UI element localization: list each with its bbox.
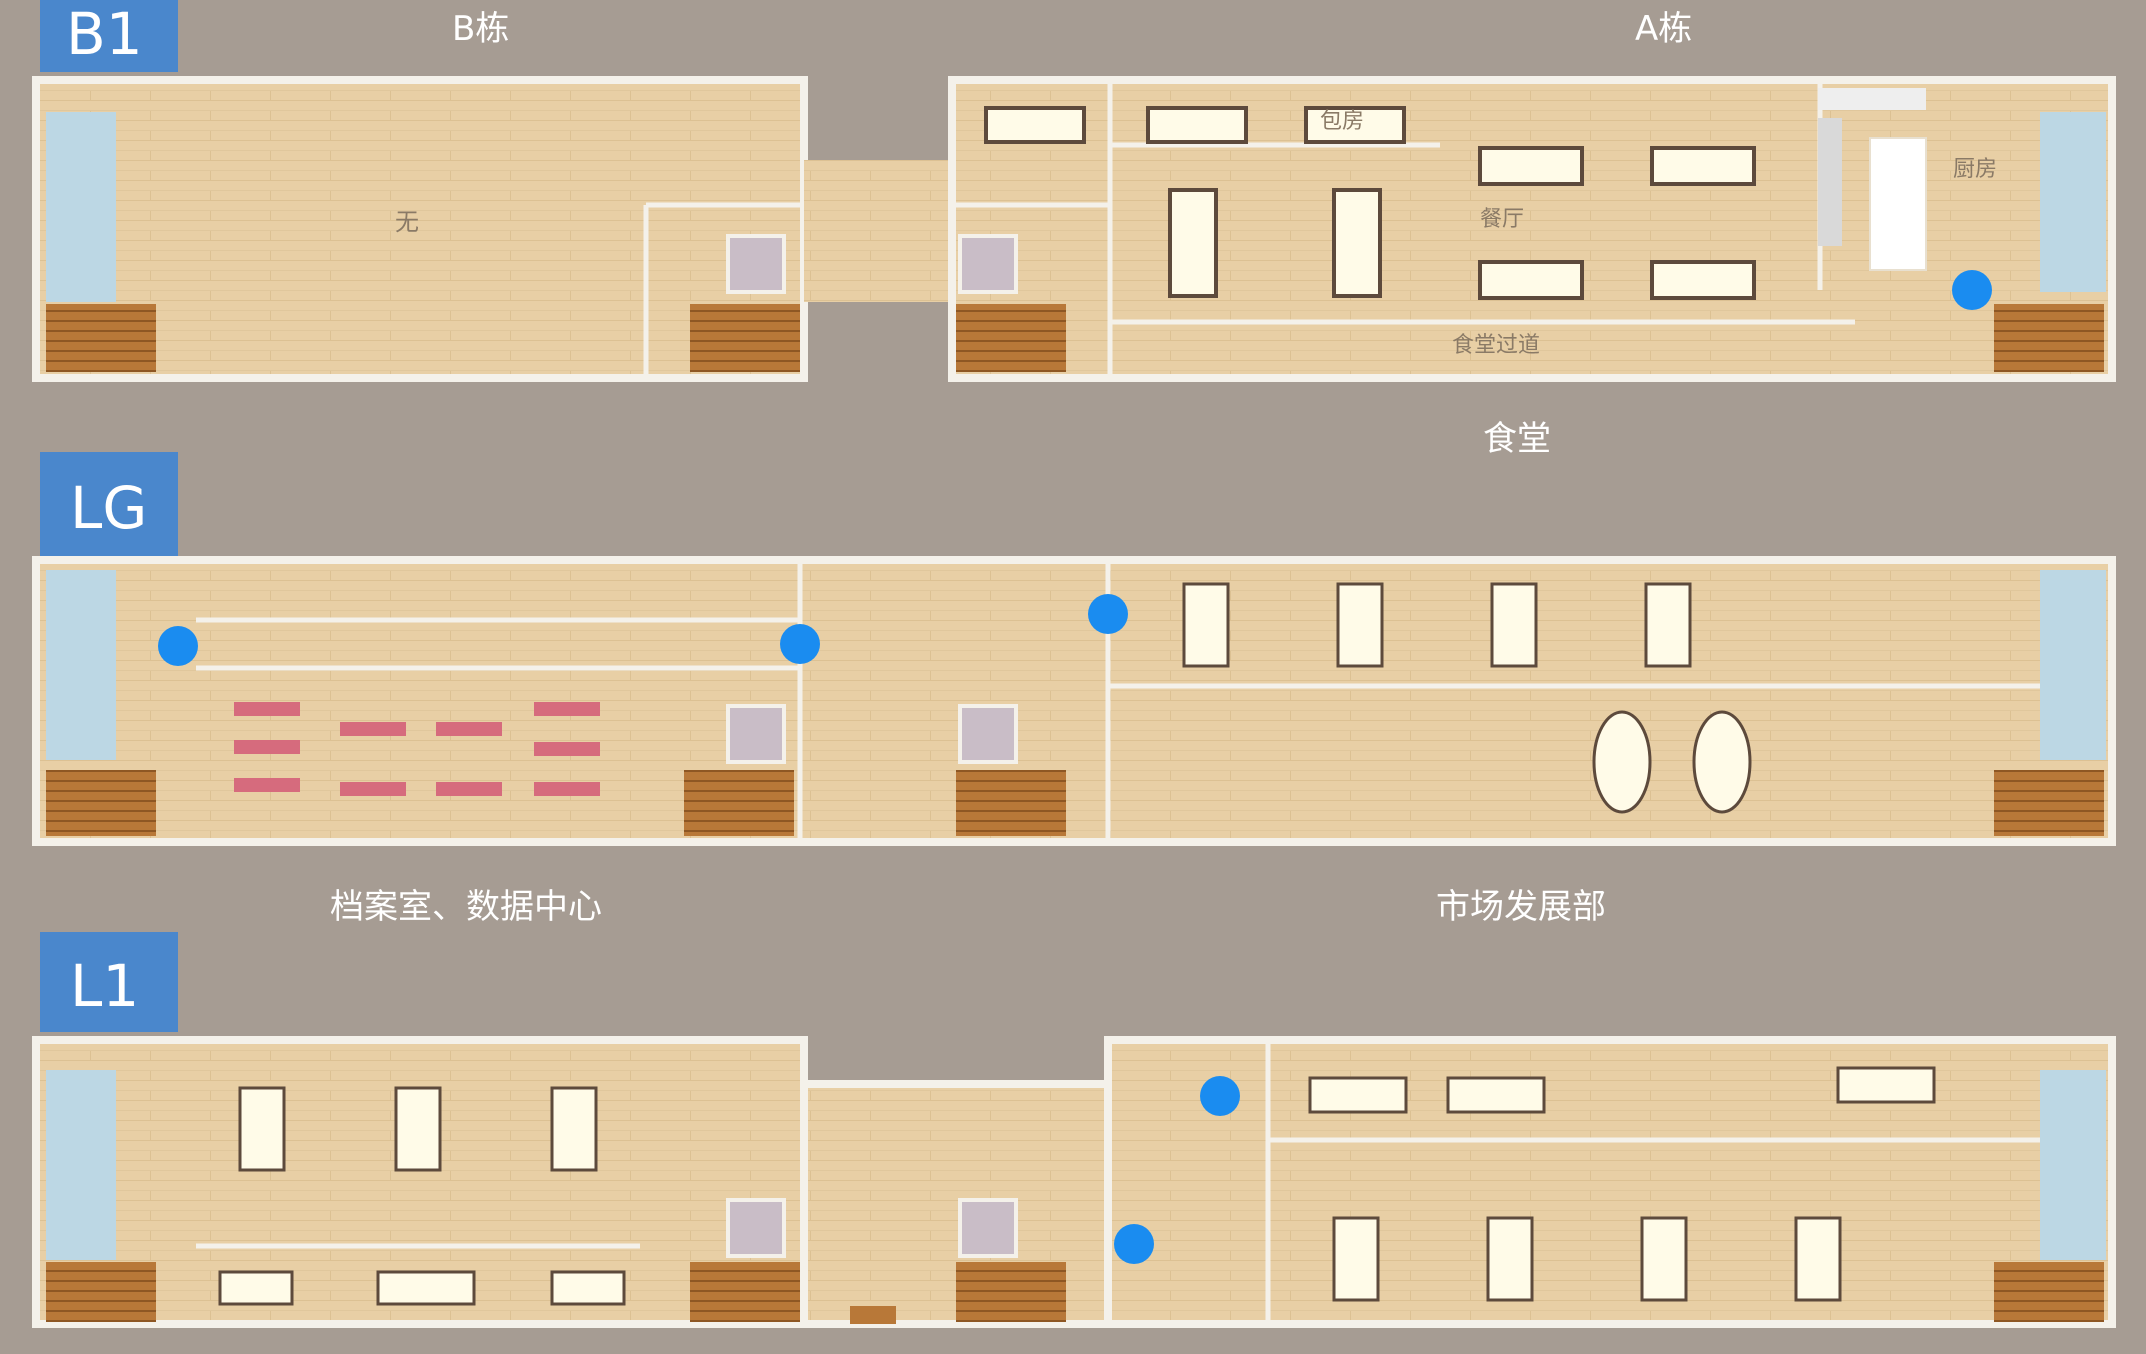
- stairs: [46, 304, 156, 372]
- archive-shelf: [534, 782, 600, 796]
- location-marker[interactable]: [780, 624, 820, 664]
- meeting-table: [376, 1270, 476, 1306]
- meeting-table: [550, 1270, 626, 1306]
- stairs: [46, 1262, 156, 1322]
- stairs: [684, 770, 794, 836]
- elevator: [958, 234, 1018, 294]
- elevator: [958, 1198, 1018, 1258]
- dining-table: [1650, 146, 1756, 186]
- elevator: [726, 1198, 786, 1258]
- floor-tag-label: L1: [70, 952, 139, 1020]
- dining-table: [1332, 188, 1382, 298]
- location-marker[interactable]: [1200, 1076, 1240, 1116]
- caption-archive: 档案室、数据中心: [330, 887, 602, 927]
- b1-building-a: 包房 餐厅 厨房 食堂过道: [948, 76, 2116, 382]
- kitchen-counter: [1818, 88, 1926, 110]
- floor-lg: LG 档案室、数据中心 市场发展: [32, 452, 2116, 927]
- stairs: [1994, 304, 2104, 372]
- room-label-private-room: 包房: [1320, 109, 1364, 134]
- office-desk: [550, 1086, 598, 1172]
- archive-shelf: [340, 782, 406, 796]
- meeting-table: [1592, 710, 1652, 814]
- meeting-table: [1308, 1076, 1408, 1114]
- archive-shelf: [534, 742, 600, 756]
- restroom: [2040, 570, 2106, 760]
- stairs: [46, 770, 156, 836]
- office-desk: [1332, 1216, 1380, 1302]
- dining-table: [1146, 106, 1248, 144]
- dining-table: [1650, 260, 1756, 300]
- archive-shelf: [436, 722, 502, 736]
- meeting-table: [218, 1270, 294, 1306]
- entrance-mat: [850, 1306, 896, 1324]
- restroom: [46, 570, 116, 760]
- office-desk: [238, 1086, 286, 1172]
- caption-marketing: 市场发展部: [1436, 887, 1606, 927]
- elevator: [726, 704, 786, 764]
- restroom: [46, 112, 116, 302]
- elevator: [958, 704, 1018, 764]
- stairs: [956, 770, 1066, 836]
- lg-building: [32, 556, 2116, 846]
- building-b-label: B栋: [452, 9, 509, 49]
- building-a-label: A栋: [1635, 9, 1692, 49]
- office-desk: [1490, 582, 1538, 668]
- floor-l1: L1: [32, 932, 2116, 1328]
- floor-tag-lg[interactable]: [40, 452, 178, 556]
- archive-shelf: [234, 778, 300, 792]
- restroom: [2040, 1070, 2106, 1260]
- stairs: [690, 1262, 800, 1322]
- archive-shelf: [340, 722, 406, 736]
- location-marker[interactable]: [158, 626, 198, 666]
- meeting-table: [1836, 1066, 1936, 1104]
- stairs: [690, 304, 800, 372]
- office-desk: [1644, 582, 1692, 668]
- caption-canteen: 食堂: [1483, 419, 1551, 459]
- archive-shelf: [534, 702, 600, 716]
- dining-table: [1478, 260, 1584, 300]
- meeting-table: [1446, 1076, 1546, 1114]
- office-desk: [1794, 1216, 1842, 1302]
- floor-tag-b1[interactable]: [40, 0, 178, 72]
- kitchen-worktable: [1869, 137, 1927, 271]
- l1-building-a: [1104, 1036, 2116, 1328]
- dining-table: [984, 106, 1086, 144]
- meeting-table: [1692, 710, 1752, 814]
- location-marker[interactable]: [1952, 270, 1992, 310]
- office-desk: [394, 1086, 442, 1172]
- bridge-corridor: [804, 160, 952, 302]
- office-desk: [1486, 1216, 1534, 1302]
- elevator: [726, 234, 786, 294]
- private-room-table: [1304, 106, 1406, 144]
- archive-shelf: [436, 782, 502, 796]
- office-desk: [1336, 582, 1384, 668]
- stairs: [1994, 770, 2104, 836]
- b1-building-b: 无: [32, 76, 808, 382]
- restroom: [2040, 112, 2106, 292]
- archive-shelf: [234, 740, 300, 754]
- location-marker[interactable]: [1088, 594, 1128, 634]
- office-desk: [1640, 1216, 1688, 1302]
- dining-table: [1168, 188, 1218, 298]
- room-label-corridor: 食堂过道: [1452, 333, 1540, 358]
- kitchen-counter: [1818, 118, 1842, 246]
- location-marker[interactable]: [1114, 1224, 1154, 1264]
- floor-tag-label: B1: [66, 0, 143, 68]
- stairs: [956, 1262, 1066, 1322]
- stairs: [1994, 1262, 2104, 1322]
- floor-b1: B1 B栋 A栋 无: [32, 0, 2116, 459]
- stairs: [956, 304, 1066, 372]
- dining-table: [1478, 146, 1584, 186]
- room-label-empty: 无: [395, 208, 419, 236]
- room-label-dining-hall: 餐厅: [1480, 207, 1524, 232]
- office-desk: [1182, 582, 1230, 668]
- archive-shelf: [234, 702, 300, 716]
- restroom: [46, 1070, 116, 1260]
- room-label-kitchen: 厨房: [1953, 157, 1997, 182]
- floor-tag-l1[interactable]: [40, 932, 178, 1032]
- floor-tag-label: LG: [70, 474, 147, 542]
